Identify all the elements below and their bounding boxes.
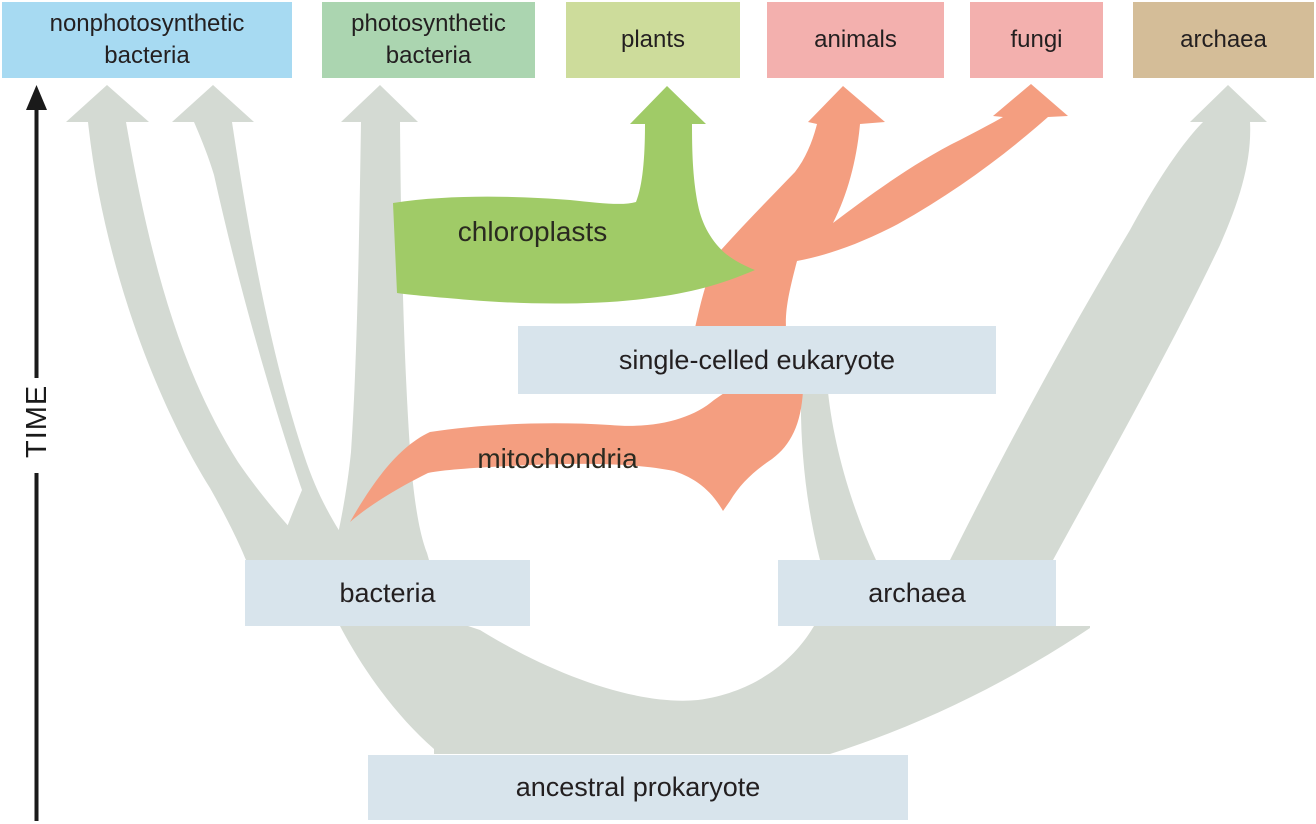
node-label: bacteria — [339, 577, 436, 608]
time-axis: TIME — [21, 85, 53, 821]
terminal-box-photosynthetic-bacteria: photosynthetic bacteria — [322, 2, 535, 78]
node-label: archaea — [868, 577, 966, 608]
mitochondria-ribbon-label: mitochondria — [477, 443, 638, 474]
terminal-label: fungi — [1010, 25, 1063, 53]
time-axis-arrowhead — [26, 85, 47, 110]
node-box-bacteria: bacteria — [245, 560, 530, 626]
terminal-label: plants — [620, 25, 686, 53]
node-box-archaea: archaea — [778, 560, 1056, 626]
time-axis-label: TIME — [21, 385, 53, 458]
terminal-box-fungi: fungi — [970, 2, 1103, 78]
node-label: ancestral prokaryote — [515, 772, 761, 802]
node-label: single-celled eukaryote — [618, 344, 896, 375]
terminal-label: animals — [814, 25, 897, 53]
chloroplasts-ribbon-label: chloroplasts — [457, 216, 608, 247]
archaea-branch-arrow — [950, 85, 1267, 560]
bacteria-branch-2-arrow — [172, 85, 356, 560]
bacteria-branch-1-arrow — [66, 85, 316, 560]
node-box-ancestral-prokaryote: ancestral prokaryote — [368, 755, 908, 820]
archaea-to-eukaryote-stem — [800, 392, 876, 560]
node-box-single-celled-eukaryote: single-celled eukaryote — [518, 326, 996, 394]
terminal-label: photosynthetic bacteria — [351, 9, 506, 69]
eukaryote-trunk-animals-fungi — [695, 84, 1068, 328]
terminal-box-plants: plants — [566, 2, 740, 78]
mitochondria-ribbon — [350, 391, 803, 522]
terminal-box-nonphotosynthetic-bacteria: nonphotosynthetic bacteria — [2, 2, 292, 78]
terminal-label: nonphotosynthetic bacteria — [49, 9, 245, 69]
terminal-label: archaea — [1180, 25, 1267, 53]
terminal-box-animals: animals — [767, 2, 944, 78]
chloroplast-ribbon-plants-arrow — [393, 86, 755, 304]
terminal-box-archaea: archaea — [1133, 2, 1314, 78]
root-trunk-path — [340, 626, 1090, 754]
photosynthetic-branch-arrow — [332, 85, 429, 560]
